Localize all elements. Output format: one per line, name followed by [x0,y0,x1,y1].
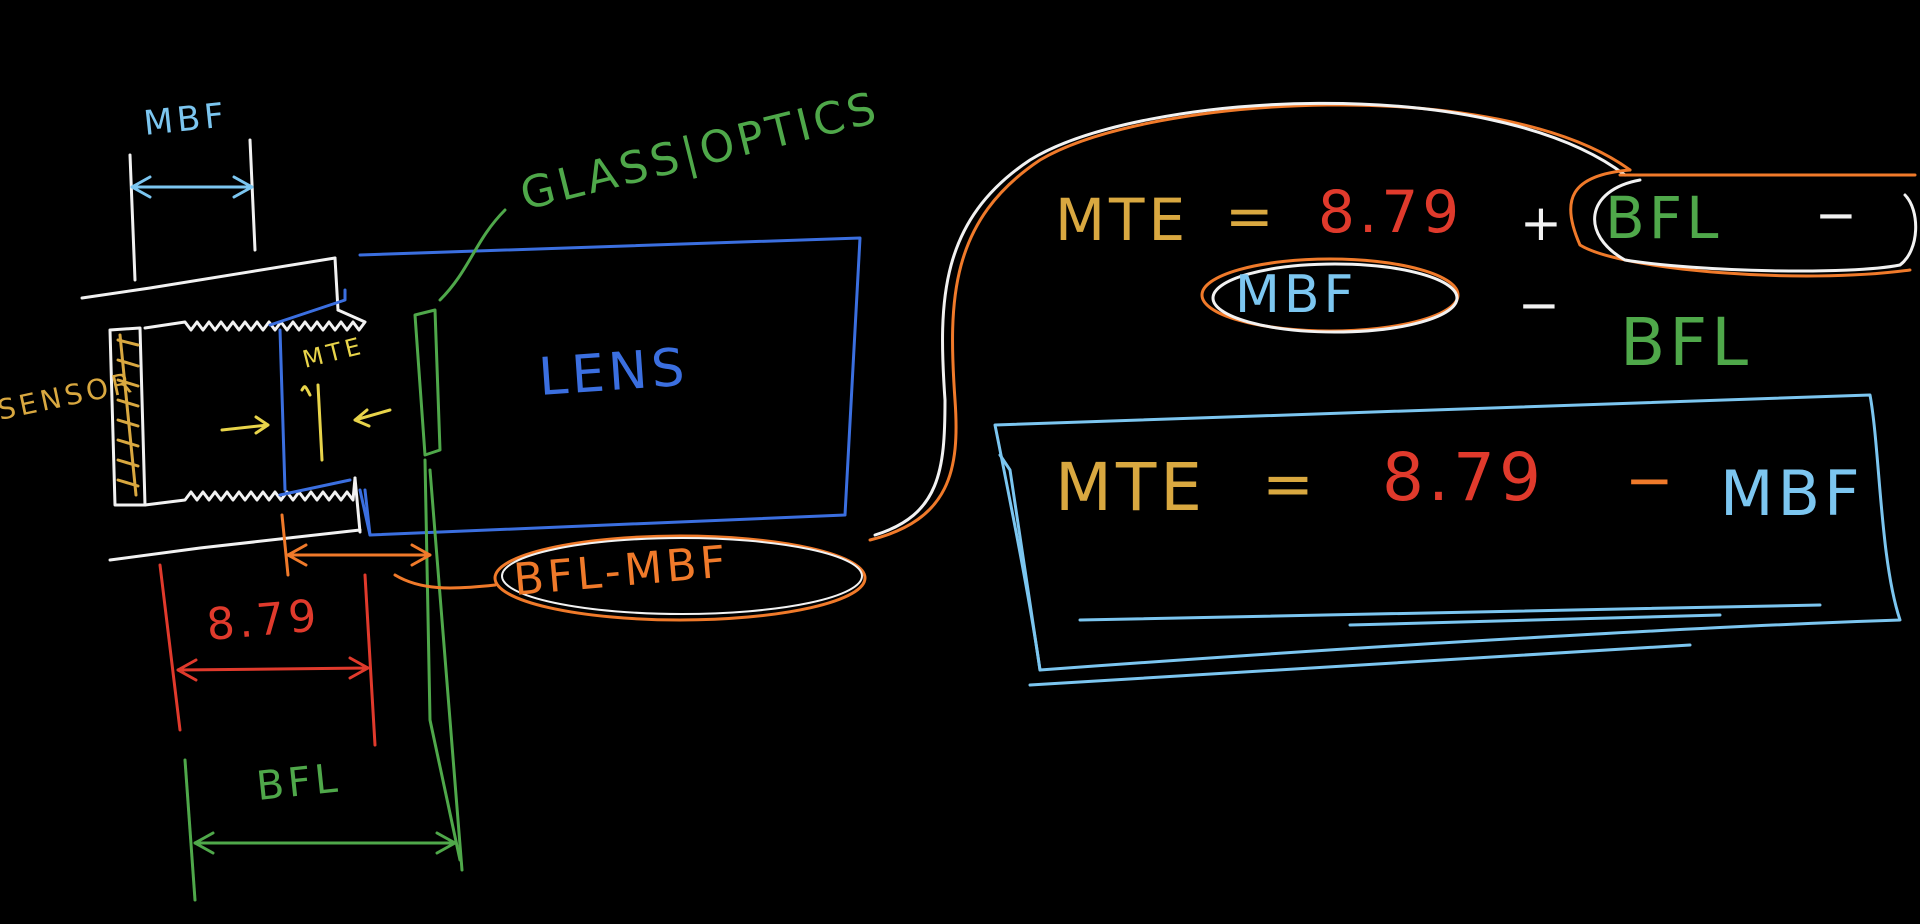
eq1-plus: + [1520,194,1566,252]
camera-body [80,138,367,562]
equation-2: MTE = 8.79 − MBF [1055,439,1864,530]
eq2-box [993,393,1902,687]
bfl-highlight-orange [1569,168,1917,278]
bfl-mbf-ellipse [493,534,867,622]
bfl-mbf-leader [393,573,497,590]
bfl-plane [423,458,462,862]
mount-flange-blue [268,288,372,537]
eq1-highlights [1200,168,1918,334]
bfl-minus-mbf-label: BFL-MBF [512,536,732,606]
eq1-number: 8.79 [1318,178,1463,246]
eq2-mbf: MBF [1720,457,1864,530]
glass-leader [438,208,507,302]
eq1-bfl-2: BFL [1620,304,1752,381]
mte-plane-blue [278,328,287,492]
eq2-minus: − [1625,446,1678,514]
bfl-arrow [193,831,457,855]
body-top-line [80,256,337,300]
eq2-lhs: MTE [1055,449,1206,526]
lens-outline [268,236,862,537]
sensor-label: SENSOR [0,366,138,427]
dim-879-label: 8.79 [205,590,323,651]
mte-arrows [220,383,392,462]
glass-optics-label: GLASS|OPTICS [515,82,884,221]
bfl-highlight-white [1593,178,1918,273]
lens-label: LENS [537,338,691,408]
mount-bottom-wall [353,476,362,534]
eq1-minus-2: − [1518,276,1564,334]
eq2-equals: = [1262,447,1318,520]
bfl-mbf-dimension [280,513,867,622]
bfl-left-tick [183,758,197,902]
glass-element [183,208,507,902]
sensor-hatching [116,333,140,497]
mbf-tick-right [248,138,257,252]
mbf-tick-left [128,153,137,282]
connector-curve [868,101,1632,542]
thread-top [143,308,367,332]
bfl-bottom-label: BFL [254,755,343,810]
eq1-mbf: MBF [1235,265,1357,325]
thread-bottom [143,476,357,507]
mbf-top-label: MBF [142,95,230,144]
eq2-number: 8.79 [1382,439,1545,516]
bfl-vertical-long [428,468,464,872]
eq1-minus-1: − [1815,186,1861,244]
mte-small-label: MTE [300,332,367,374]
mbf-dimension [130,175,254,199]
eq1-bfl: BFL [1605,184,1722,252]
body-bottom-line [108,528,362,562]
eq1-lhs: MTE [1055,186,1189,254]
eq1-equals: = [1225,182,1278,250]
mbf-highlight-white [1211,262,1459,334]
dim-879-lines [158,563,377,747]
equation-1: MTE = 8.79 + BFL − MBF − BFL [1055,178,1861,381]
